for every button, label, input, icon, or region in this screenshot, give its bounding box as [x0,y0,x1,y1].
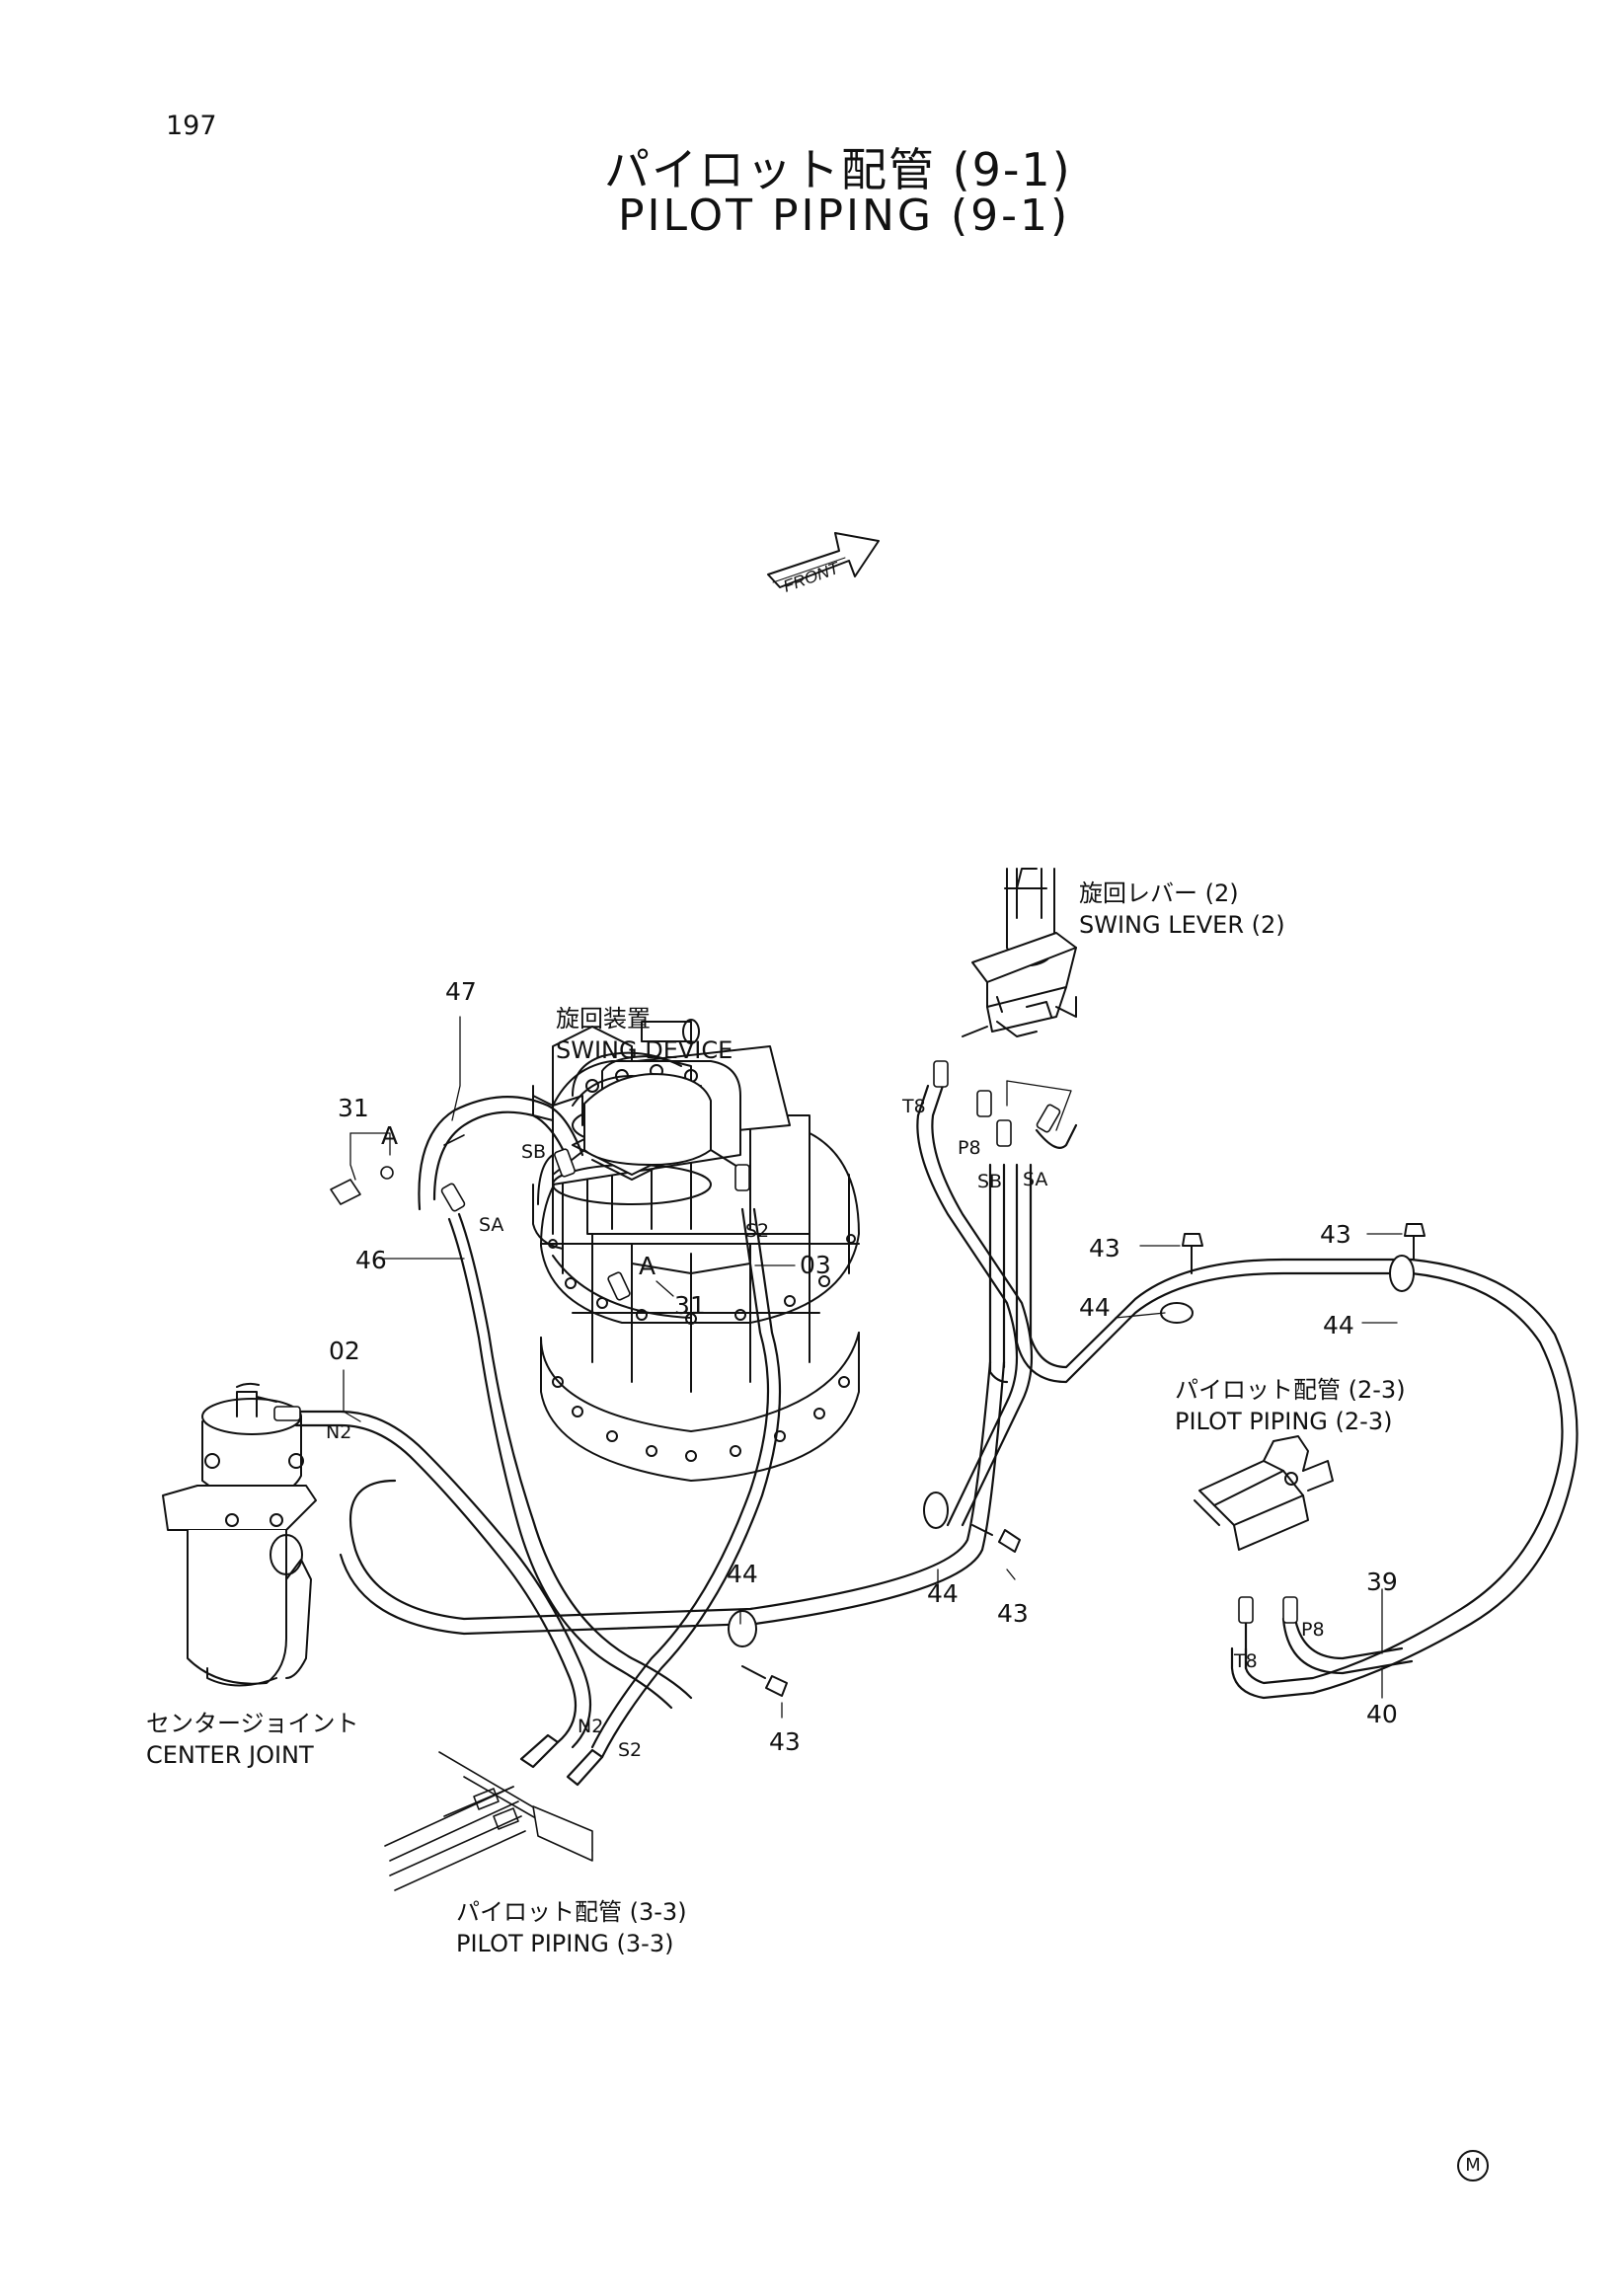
part-number-43-a: 43 [1089,1234,1120,1263]
part-number-40: 40 [1366,1700,1398,1728]
port-label-sa-device: SA [479,1214,504,1236]
port-label-t8-valve: T8 [1234,1650,1258,1672]
part-number-44-c: 44 [727,1560,758,1588]
swing-motor-ring-drawing [540,1233,860,1482]
port-label-s2-bottom: S2 [618,1739,643,1761]
swing-lever-drawing [962,868,1077,1037]
swing-lever-label-en: SWING LEVER (2) [1079,911,1285,939]
pilot-piping-2-3-label-jp: パイロット配管 (2-3) [1175,1376,1406,1404]
port-label-sa-lever: SA [1023,1169,1048,1190]
pilot-piping-3-3-label-en: PILOT PIPING (3-3) [456,1930,674,1957]
swing-device-upper-drawing [532,1073,751,1250]
clamp-44-drawing [728,1255,1415,1647]
front-arrow-icon [767,532,880,588]
center-joint-label-en: CENTER JOINT [146,1741,314,1769]
swing-lever-label-jp: 旋回レバー (2) [1079,880,1239,907]
part-number-44-a: 44 [1079,1293,1111,1322]
pilot-piping-3-3-drawing [384,1751,593,1891]
port-label-p8-lever: P8 [958,1137,981,1159]
corner-mark: M [1457,2150,1489,2181]
part-number-44-d: 44 [927,1579,959,1608]
part-number-31-mid: 31 [674,1291,706,1320]
leader-lines [343,1016,1403,1719]
view-label-a-mid: A [639,1252,656,1280]
port-label-n2-bottom: N2 [578,1716,604,1737]
part-number-02: 02 [329,1337,360,1365]
center-joint-drawing [162,1382,317,1687]
swing-device-label-en: SWING DEVICE [556,1036,733,1064]
page-title-japanese: パイロット配管 (9-1) [604,143,1072,196]
part-number-31-top: 31 [338,1094,369,1122]
port-label-sb-lever: SB [977,1171,1003,1192]
part-number-44-b: 44 [1323,1311,1354,1339]
pilot-piping-3-3-label-jp: パイロット配管 (3-3) [456,1898,687,1926]
part-number-43-d: 43 [769,1727,801,1756]
part-number-03: 03 [800,1251,831,1279]
port-label-n2-joint: N2 [326,1421,352,1443]
bolt-43-drawing [741,1223,1426,1697]
port-label-p8-valve: P8 [1301,1619,1325,1641]
part-number-46: 46 [355,1246,387,1274]
part-number-43-c: 43 [997,1599,1029,1628]
part-number-47: 47 [445,977,477,1006]
port-label-s2-device: S2 [745,1220,770,1242]
port-label-sb-device: SB [521,1141,547,1163]
swing-device-label-jp: 旋回装置 [556,1005,651,1033]
pilot-piping-2-3-label-en: PILOT PIPING (2-3) [1175,1408,1393,1435]
pilot-valve-drawing [1194,1435,1334,1551]
view-label-a-top: A [381,1121,399,1150]
hoses [339,1084,1579,1700]
device-hoses [294,1096,782,1787]
port-label-t8-lever: T8 [902,1096,926,1117]
part-number-43-b: 43 [1320,1220,1351,1249]
part-number-39: 39 [1366,1568,1398,1596]
page-title-english: PILOT PIPING (9-1) [618,191,1071,241]
center-joint-label-jp: センタージョイント [146,1710,359,1737]
fittings [273,1060,1298,1624]
page-number: 197 [166,111,217,141]
